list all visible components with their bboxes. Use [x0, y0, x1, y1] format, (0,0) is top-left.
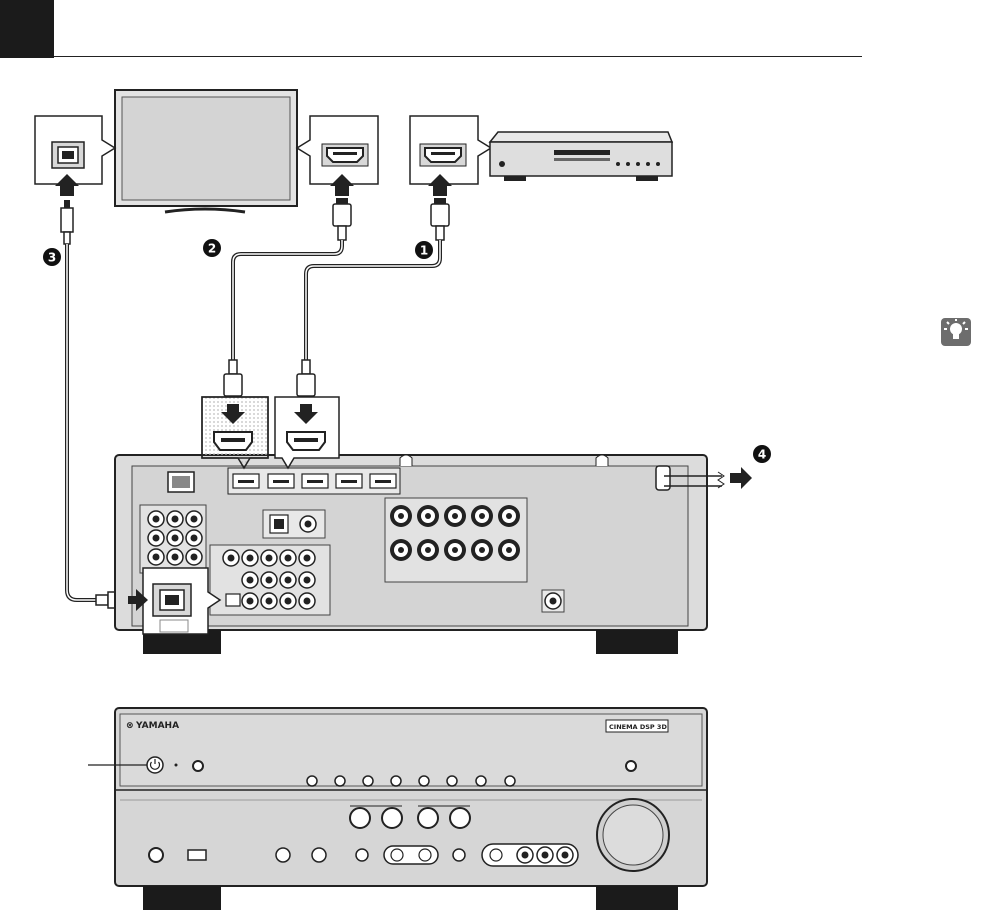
svg-text:2: 2: [208, 242, 216, 256]
step-badge-3: 3: [43, 248, 61, 266]
header-rule: [54, 56, 862, 57]
hdmi-plug: [223, 359, 243, 397]
hdmi-plug: [430, 198, 450, 241]
hdmi-port-icon: [213, 431, 253, 451]
optical-port-icon: [51, 141, 85, 169]
section-header-block: [0, 0, 54, 58]
bd-player: [488, 131, 674, 181]
player-hdmi-callout: [409, 115, 493, 185]
brand-mark: ⊗: [126, 721, 134, 731]
svg-text:4: 4: [758, 448, 766, 462]
optical-port-icon: [152, 583, 192, 617]
svg-text:1: 1: [420, 244, 428, 258]
optical-plug: [60, 200, 74, 245]
brand-logo: YAMAHA: [135, 721, 179, 731]
tv: [114, 89, 298, 214]
hdmi-plug: [332, 198, 352, 241]
arrow-right-icon: [730, 467, 752, 489]
lightbulb-icon: [941, 318, 971, 346]
receiver-front: ⊗ YAMAHA CINEMA DSP 3D: [88, 707, 708, 910]
svg-text:3: 3: [48, 251, 56, 265]
tv-hdmi-callout: [295, 115, 379, 185]
receiver-optical-callout: [128, 567, 222, 635]
receiver-hdmi-in-callout: [274, 396, 340, 470]
step-badge-4: 4: [753, 445, 771, 463]
hdmi-plug: [296, 359, 316, 397]
receiver-hdmi-out-callout: [201, 396, 269, 470]
hdmi-cable-tv: [231, 240, 344, 360]
power-icon: [146, 756, 164, 774]
step-badge-2: 2: [203, 239, 221, 257]
receiver-rear: [114, 454, 725, 654]
hdmi-port-icon: [419, 143, 467, 167]
hdmi-port-icon: [321, 143, 369, 167]
tv-optical-callout: [34, 115, 117, 185]
optical-cable: [65, 244, 96, 602]
arrow-up-icon: [55, 174, 452, 196]
cinema-dsp-badge: CINEMA DSP 3D: [609, 723, 667, 731]
step-badge-1: 1: [415, 241, 433, 259]
hdmi-port-icon: [286, 431, 326, 451]
arrow-right-icon: [128, 589, 148, 611]
